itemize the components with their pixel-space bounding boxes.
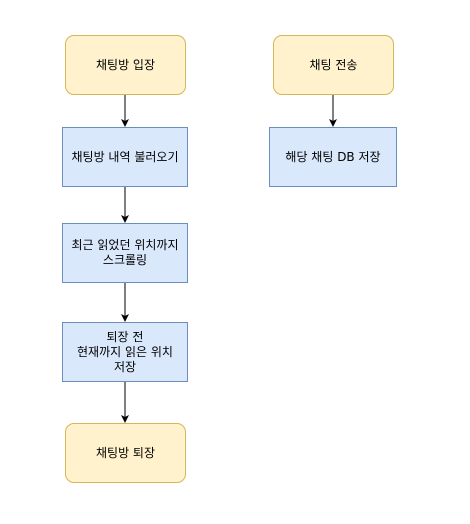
- node-send-chat: 채팅 전송: [273, 35, 394, 95]
- node-save-chat-db: 해당 채팅 DB 저장: [269, 127, 397, 187]
- node-exit-chatroom: 채팅방 퇴장: [65, 423, 186, 483]
- node-load-chat-history: 채팅방 내역 불러오기: [62, 127, 188, 187]
- node-enter-chatroom: 채팅방 입장: [65, 35, 186, 95]
- node-save-read-position: 퇴장 전 현재까지 읽은 위치 저장: [62, 322, 188, 382]
- node-scroll-to-last-read: 최근 읽었던 위치까지 스크롤링: [62, 223, 188, 283]
